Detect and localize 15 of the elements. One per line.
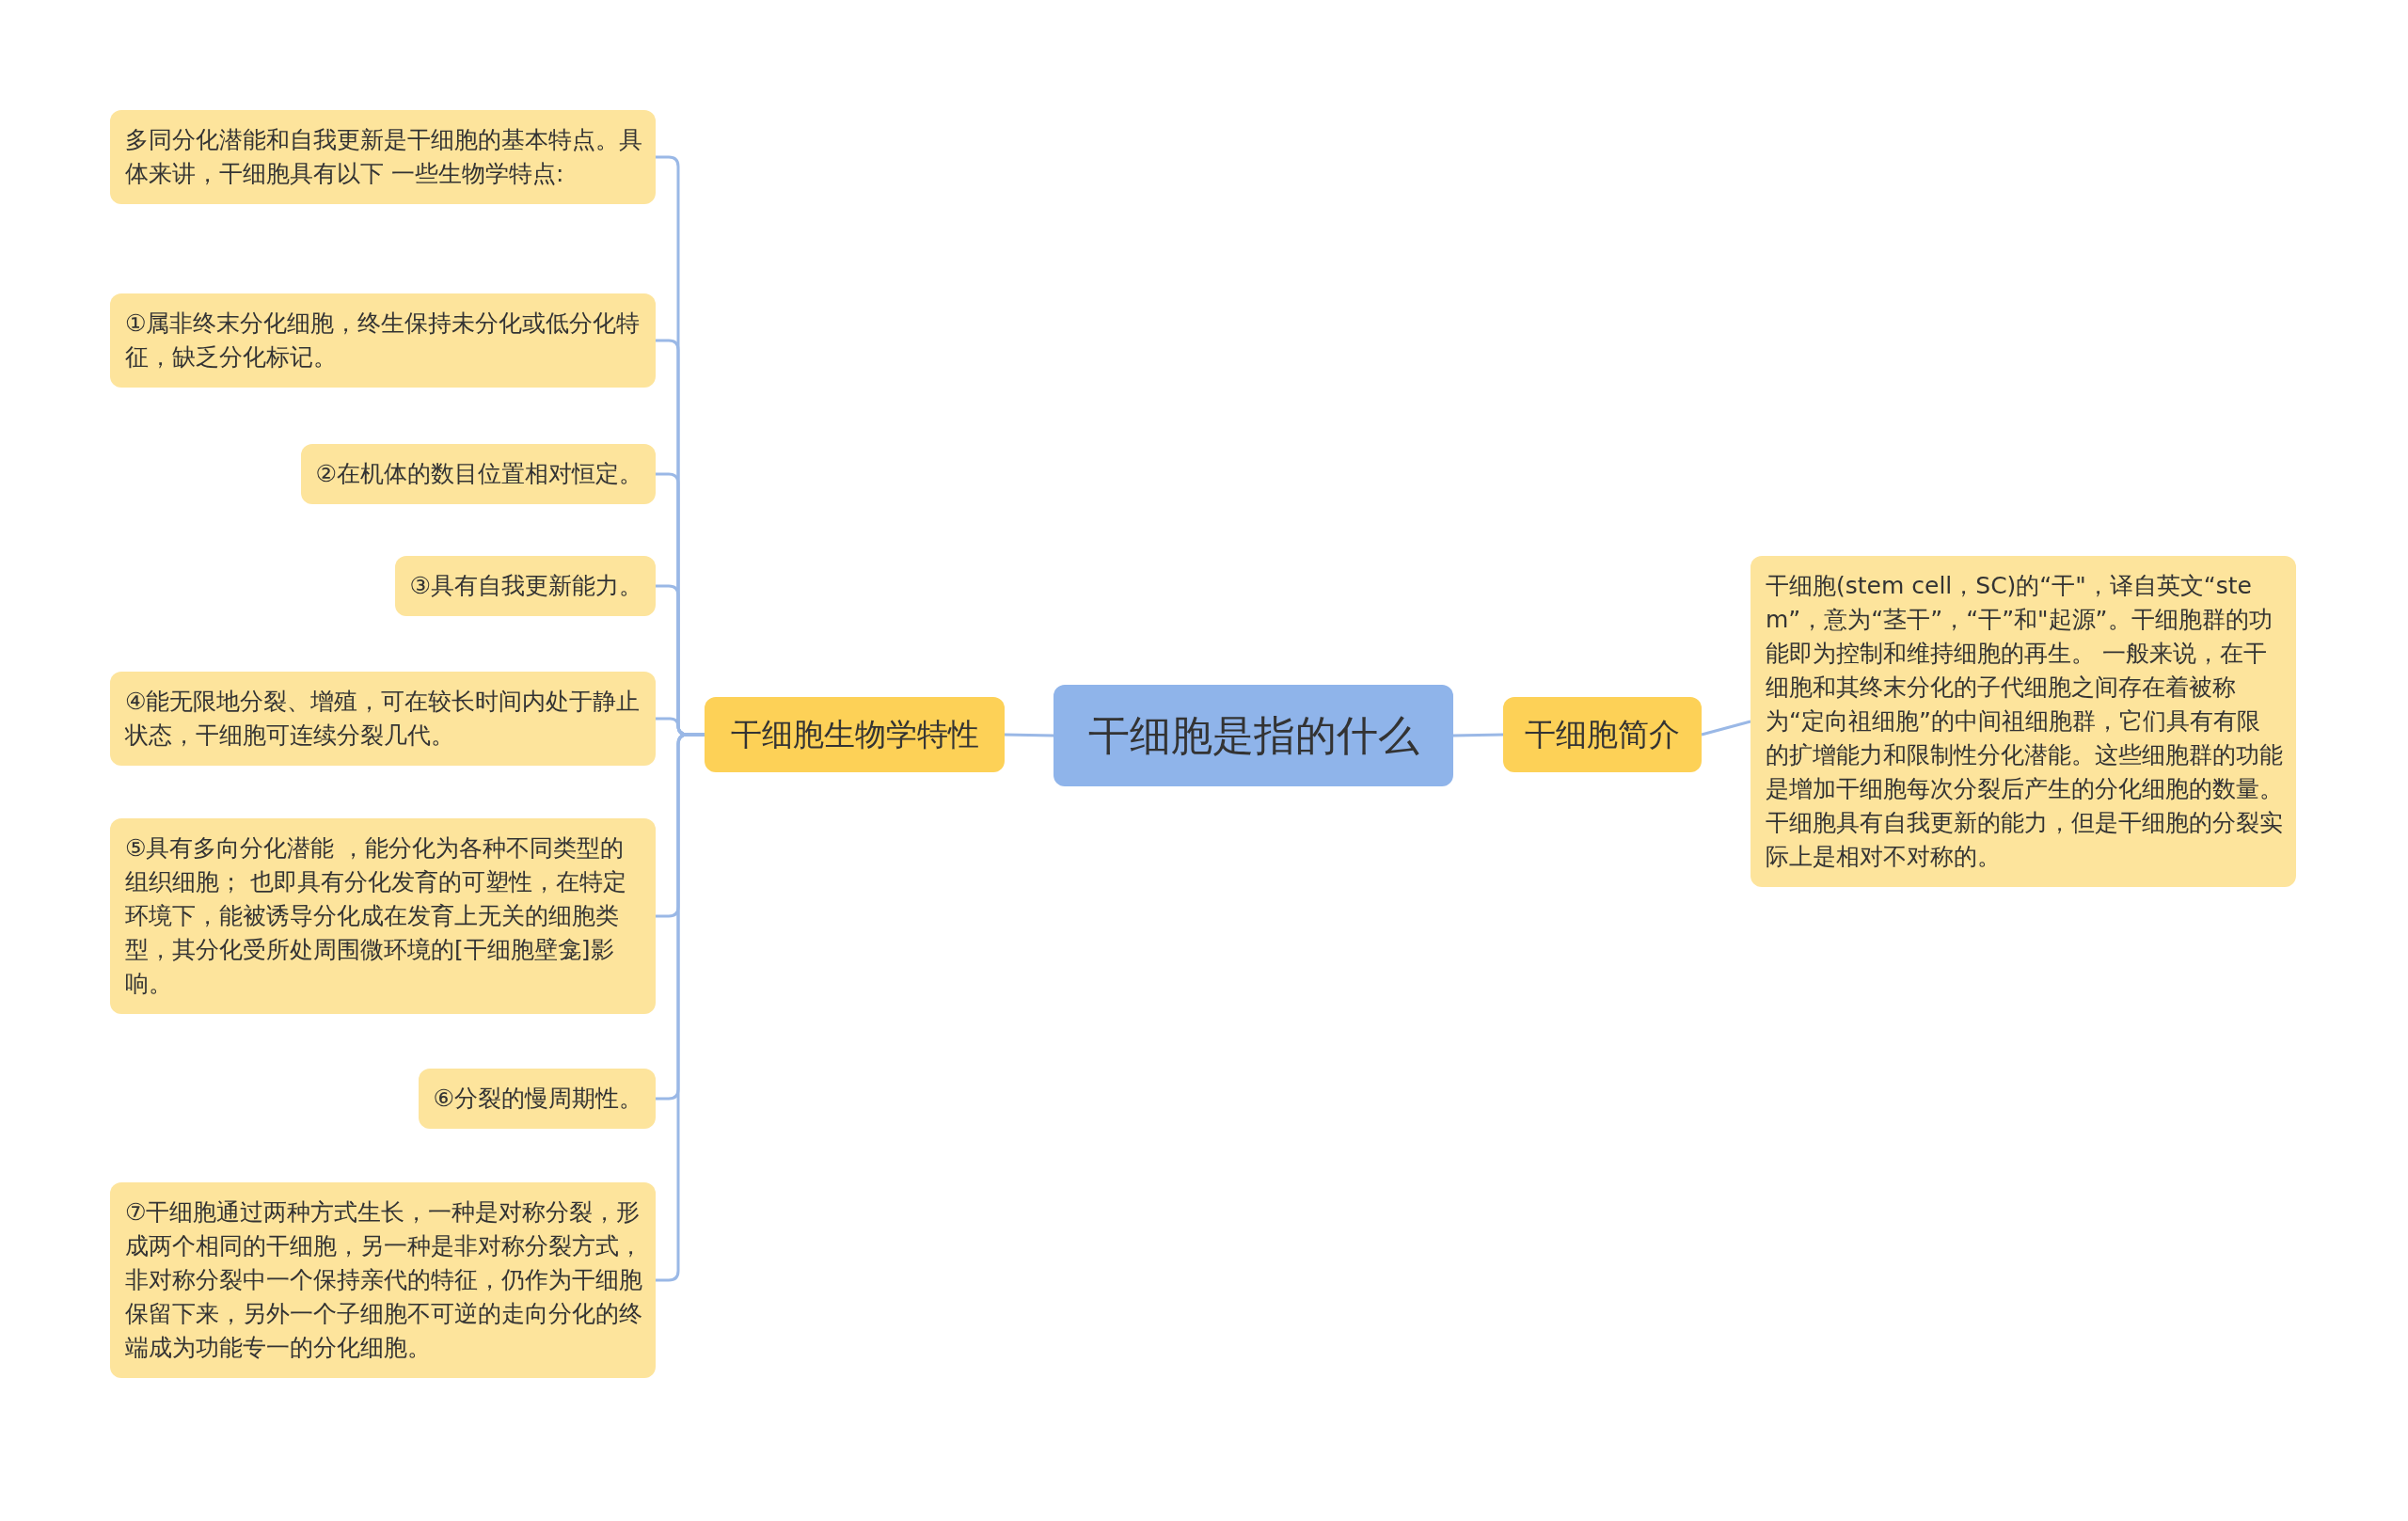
note-card: ⑦干细胞通过两种方式生长，一种是对称分裂，形成两个相同的干细胞，另一种是非对称分裂方式，非对称分裂中一个保持亲代的特征，仍作为干细胞保留下来，另外一个子细胞不可逆的走向分化的终端成为功能专一的分化细胞。: [110, 1182, 656, 1378]
note-card: 多同分化潜能和自我更新是干细胞的基本特点。具体来讲，干细胞具有以下 一些生物学特点:: [110, 110, 656, 204]
note-card: ③具有自我更新能力。: [394, 556, 656, 616]
connector-line: [1004, 733, 1054, 737]
branch-topic-box: 干细胞生物学特性: [705, 697, 1005, 772]
note-card: ④能无限地分裂、增殖，可在较长时间内处于静止状态，干细胞可连续分裂几代。: [110, 672, 656, 766]
note-card: ②在机体的数目位置相对恒定。: [300, 444, 656, 504]
branch-topic-box: 干细胞简介: [1503, 697, 1702, 772]
note-card: ⑤具有多向分化潜能 ，能分化为各种不同类型的组织细胞； 也即具有分化发育的可塑性，在特定环境下，能被诱导分化成在发育上无关的细胞类型，其分化受所处周围微环境的[干细胞壁龛]影响。: [110, 818, 656, 1014]
connector-line: [1452, 733, 1504, 737]
connector-line: [1701, 720, 1751, 737]
note-card: 干细胞(stem cell，SC)的“干"，译自英文“stem”，意为“茎干”，“干”和"起源”。干细胞群的功能即为控制和维持细胞的再生。 一般来说，在干细胞和其终末分化的子代细胞之间存在着被称为“定向祖细胞”的中间祖细胞群，它们具有有限的扩增能力和限制性分化潜能。这些细胞群的功能是增加干细胞每次分裂后产生的分化细胞的数量。干细胞具有自我更新的能力，但是干细胞的分裂实际上是相对不对称的。: [1751, 556, 2296, 887]
note-card: ①属非终末分化细胞，终生保持未分化或低分化特征，缺乏分化标记。: [110, 293, 656, 388]
note-card: ⑥分裂的慢周期性。: [418, 1069, 656, 1129]
central-topic-box: 干细胞是指的什么: [1054, 685, 1453, 786]
